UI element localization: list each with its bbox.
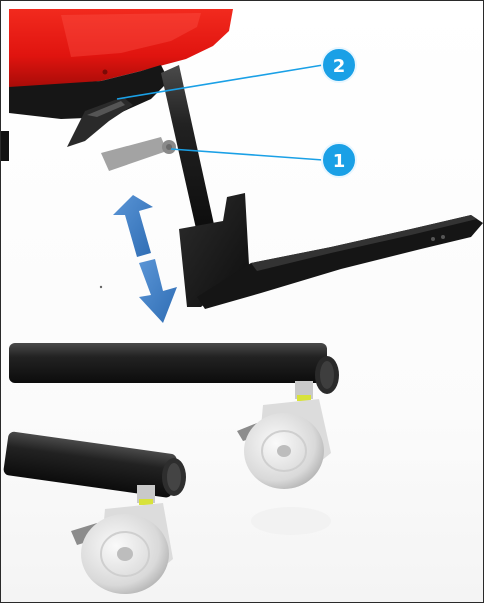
footrest-hole-2 <box>441 235 445 239</box>
lever-1 <box>101 137 167 171</box>
floor-reflection <box>251 507 331 535</box>
caster-lower-accent <box>139 499 153 505</box>
callout-2-label: 2 <box>333 56 346 77</box>
base-tube-upper-cap-inner <box>320 361 334 389</box>
seat-screw <box>103 70 108 75</box>
arrow-up-part <box>113 195 153 257</box>
arrow-down-part <box>139 259 177 323</box>
caster-wheel-icon <box>244 413 324 489</box>
footrest-hole-1 <box>431 237 435 241</box>
seat-edge-left <box>1 131 9 161</box>
callout-1: 1 <box>322 143 356 177</box>
base-tube-lower-cap-inner <box>167 463 181 491</box>
height-adjust-arrow-icon <box>113 195 177 323</box>
caster-wheel-icon <box>81 514 169 594</box>
callout-2: 2 <box>322 48 356 82</box>
callout-1-label: 1 <box>333 151 346 172</box>
base-tube-upper <box>9 343 327 383</box>
speck <box>100 286 102 288</box>
